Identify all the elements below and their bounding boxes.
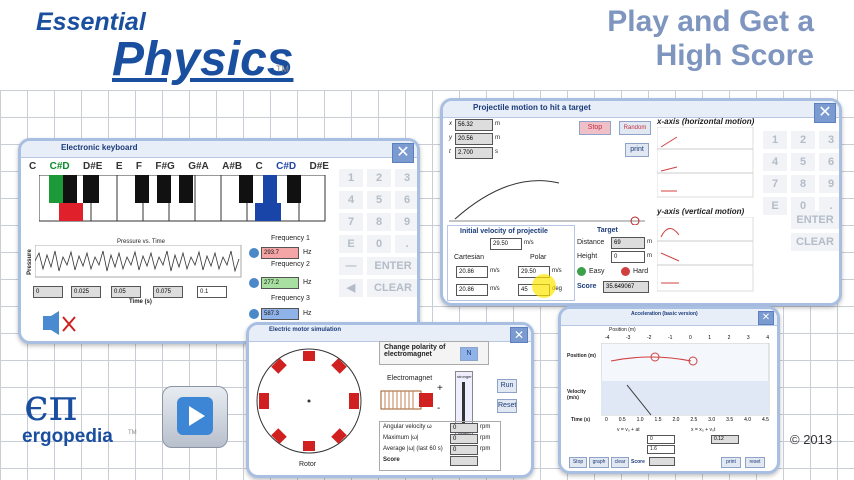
slogan: Play and Get a High Score xyxy=(607,5,814,72)
header: Essential Physics TM Play and Get a High… xyxy=(0,0,854,90)
random-button[interactable]: Random xyxy=(619,121,651,135)
brand-tm: TM xyxy=(128,430,137,436)
reset-button[interactable]: Reset xyxy=(497,399,517,413)
velocity-panel: Initial velocity of projectile 29.50 m/s… xyxy=(447,225,575,301)
logo-physics: Physics xyxy=(112,33,294,86)
x-value: 56.32 xyxy=(455,119,493,131)
a-field[interactable]: 1.6 xyxy=(647,445,675,454)
x0-field: 0.12 xyxy=(711,435,739,444)
stop-button[interactable]: Stop xyxy=(579,121,611,135)
keyboard-title: Electronic keyboard xyxy=(61,143,138,152)
projectile-title: Projectile motion to hit a target xyxy=(473,103,591,112)
piano-keys[interactable] xyxy=(39,175,329,225)
electromagnet-coil xyxy=(380,390,433,410)
yaxis-graphs xyxy=(657,217,754,292)
height-value[interactable]: 0 xyxy=(611,251,645,263)
accel-graph-button[interactable]: graph xyxy=(589,457,609,468)
projectile-enter-button[interactable]: ENTER xyxy=(791,211,839,229)
y-value: 20.56 xyxy=(455,133,493,145)
accel-window: Acceleration (basic version) ✕ Position … xyxy=(558,306,780,474)
yaxis-title: y-axis (vertical motion) xyxy=(657,207,745,216)
motor-title: Electric motor simulation xyxy=(269,327,342,333)
brand-name: ergopedia xyxy=(22,426,113,447)
y-axis-label: Pressure xyxy=(26,249,33,275)
keyboard-titlebar: Electronic keyboard ✕ xyxy=(21,141,417,163)
freq1-dot[interactable] xyxy=(249,248,259,258)
logo-tm: TM xyxy=(276,64,289,74)
close-icon[interactable]: ✕ xyxy=(814,103,836,123)
v-value[interactable]: 29.50 xyxy=(490,238,522,250)
easy-radio[interactable] xyxy=(577,267,586,276)
freq2-value[interactable]: 277.2 xyxy=(261,277,299,289)
copyright: © 2013 xyxy=(790,432,833,447)
accel-stop-button[interactable]: Stop xyxy=(569,457,587,468)
xaxis-graphs xyxy=(657,127,754,198)
rotor-diagram xyxy=(256,348,362,454)
close-icon[interactable]: ✕ xyxy=(392,143,414,163)
tick-2: 0.05 xyxy=(111,286,141,298)
t-value: 2.700 xyxy=(455,147,493,159)
graph-title: Pressure vs. Time xyxy=(117,239,166,245)
run-button[interactable]: Run xyxy=(497,379,517,393)
trajectory-plot xyxy=(449,180,645,225)
accel-title: Acceleration (basic version) xyxy=(631,311,698,317)
strength-slider[interactable]: stronger weaker xyxy=(455,371,473,439)
distance-value: 69 xyxy=(611,237,645,249)
play-button[interactable] xyxy=(162,386,228,448)
accel-clear-button[interactable]: clear xyxy=(611,457,629,468)
cursor-highlight xyxy=(532,274,556,298)
freq2-dot[interactable] xyxy=(249,278,259,288)
freq2-label: Frequency 2 xyxy=(271,261,310,268)
print-button[interactable]: print xyxy=(625,143,649,157)
motor-window: Electric motor simulation ✕ Rotor Change… xyxy=(246,322,534,478)
keyboard-window: Electronic keyboard ✕ C C#D D#E E F F#G … xyxy=(18,138,420,344)
keyboard-back-button[interactable]: ◀ xyxy=(339,279,363,297)
accel-titlebar: Acceleration (basic version) ✕ xyxy=(561,309,777,326)
freq3-label: Frequency 3 xyxy=(271,295,310,302)
accel-reset-button[interactable]: reset xyxy=(745,457,765,468)
rotor-label: Rotor xyxy=(299,461,317,468)
tick-1: 0.025 xyxy=(71,286,101,298)
accel-print-button[interactable]: print xyxy=(721,457,741,468)
freq3-value[interactable]: 587.3 xyxy=(261,308,299,320)
projectile-window: Projectile motion to hit a target ✕ x 56… xyxy=(440,98,842,306)
v0-field[interactable]: 0 xyxy=(647,435,675,444)
keyboard-minus-button[interactable]: — xyxy=(339,257,363,275)
brand-symbol: ϵπ xyxy=(24,380,78,431)
pressure-graph xyxy=(35,245,242,278)
freq3-dot[interactable] xyxy=(249,309,259,319)
motor-readouts: Angular velocity ω 0 rpm Maximum |ω| 0 r… xyxy=(379,421,501,471)
projectile-clear-button[interactable]: CLEAR xyxy=(791,233,839,251)
polarity-box: Change polarity of electromagnet N xyxy=(379,341,489,365)
vy-value[interactable]: 20.86 xyxy=(456,284,488,296)
vx-value[interactable]: 20.86 xyxy=(456,266,488,278)
logo-essential: Essential xyxy=(36,8,146,36)
polarity-button[interactable]: N xyxy=(460,347,478,361)
keyboard-enter-button[interactable]: ENTER xyxy=(367,257,417,275)
play-icon xyxy=(177,397,213,435)
close-icon[interactable]: ✕ xyxy=(510,327,528,343)
tick-0: 0 xyxy=(33,286,63,298)
freq1-label: Frequency 1 xyxy=(271,235,310,242)
freq1-value[interactable]: 293.7 xyxy=(261,247,299,259)
accel-score xyxy=(649,457,675,466)
note-labels: C C#D D#E E F F#G G#A A#B C C#D D#E xyxy=(29,161,329,172)
keyboard-clear-button[interactable]: CLEAR xyxy=(367,279,417,297)
target-panel: Target Distance 69 m Height 0 m Easy Har… xyxy=(577,225,653,299)
tick-3: 0.075 xyxy=(153,286,183,298)
close-icon[interactable]: ✕ xyxy=(758,311,774,325)
xaxis-title: x-axis (horizontal motion) xyxy=(657,117,755,126)
score-value: 35.649067 xyxy=(603,281,649,293)
hard-radio[interactable] xyxy=(621,267,630,276)
motor-titlebar: Electric motor simulation ✕ xyxy=(249,325,531,343)
mute-icon[interactable] xyxy=(43,311,76,335)
projectile-titlebar: Projectile motion to hit a target ✕ xyxy=(443,101,839,123)
tick-4: 0.1 xyxy=(197,286,227,298)
accel-graph xyxy=(601,343,770,416)
x-axis-label: Time (s) xyxy=(129,299,152,305)
